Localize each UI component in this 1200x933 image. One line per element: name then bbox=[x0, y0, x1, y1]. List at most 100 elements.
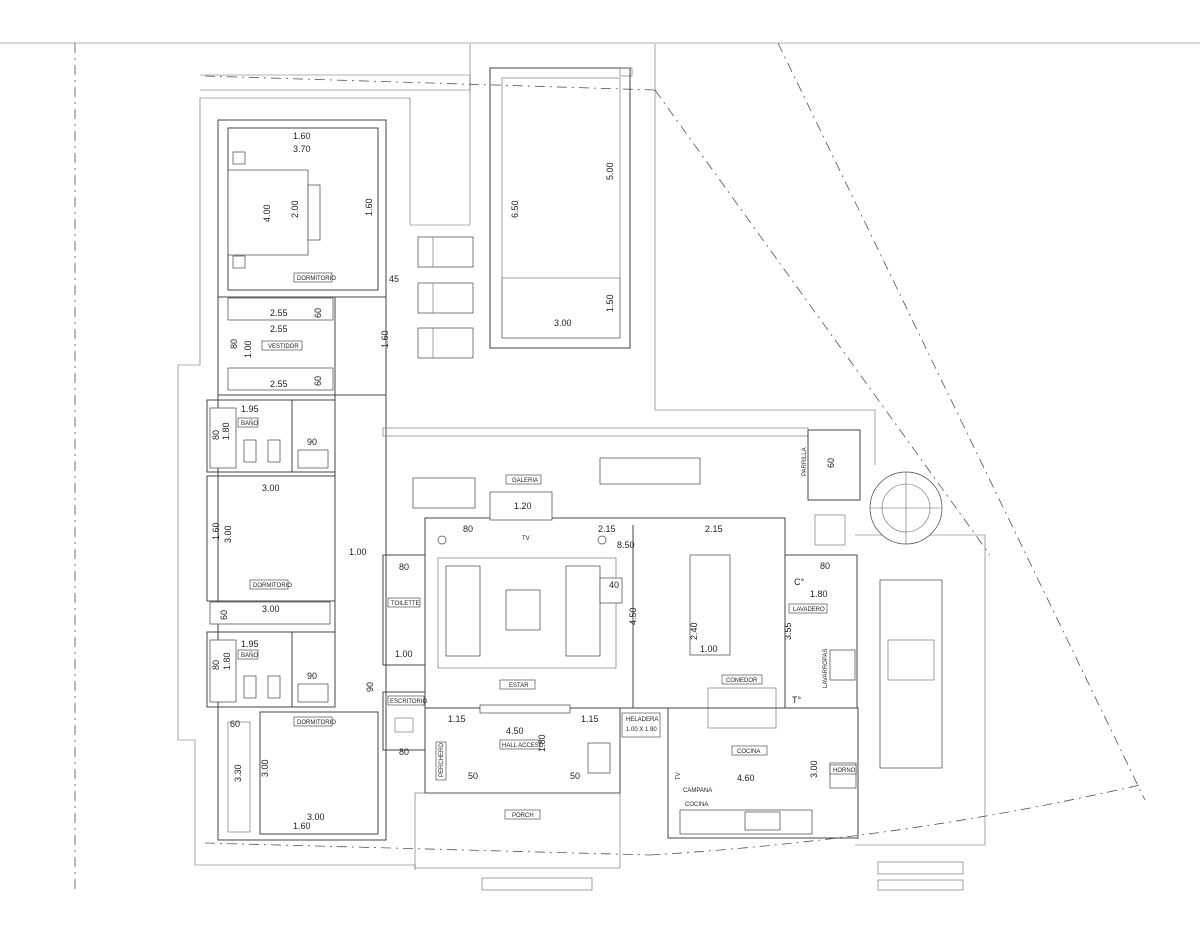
dim-label: 1.15 bbox=[581, 714, 599, 724]
tree-icon bbox=[869, 471, 943, 545]
dim-label: 4.50 bbox=[628, 607, 638, 625]
dim-label: 1.00 bbox=[243, 340, 253, 358]
label-cocina: COCINA bbox=[737, 749, 760, 755]
dim-label: 1.80 bbox=[537, 734, 547, 752]
label-tv-1: TV bbox=[522, 536, 530, 542]
dim-label: 1.60 bbox=[380, 330, 390, 348]
label-horno: HORNO bbox=[833, 768, 856, 774]
dim-label: 90 bbox=[307, 437, 317, 447]
dim-label: 40 bbox=[609, 580, 619, 590]
dim-label: 45 bbox=[389, 274, 399, 284]
dim-label: 80 bbox=[211, 660, 221, 670]
label-tv-2: TV bbox=[676, 772, 682, 780]
label-t-grados: T° bbox=[792, 695, 801, 705]
dim-label: 60 bbox=[313, 376, 323, 386]
bed bbox=[227, 151, 321, 269]
dim-label: 1.60 bbox=[293, 821, 311, 831]
dim-label: 3.70 bbox=[293, 144, 311, 154]
dim-label: 1.80 bbox=[221, 422, 231, 440]
dim-label: 2.00 bbox=[290, 200, 300, 218]
dim-label: 1.00 bbox=[395, 649, 413, 659]
dim-label: 80 bbox=[463, 524, 473, 534]
label-c-grados: C° bbox=[794, 577, 804, 587]
dim-label: 80 bbox=[399, 747, 409, 757]
kitchen-details bbox=[679, 649, 857, 835]
dim-label: 1.60 bbox=[293, 131, 311, 141]
dim-label: 4.00 bbox=[262, 204, 272, 222]
west-wing-walls bbox=[206, 119, 387, 841]
label-comedor: COMEDOR bbox=[726, 678, 758, 684]
dim-label: 3.00 bbox=[262, 604, 280, 614]
dim-label: 3.00 bbox=[554, 318, 572, 328]
label-dormitorio-2: DORMITORIO bbox=[253, 583, 292, 589]
dim-label: 3.00 bbox=[223, 525, 233, 543]
label-perchero: PERCHERO bbox=[439, 743, 445, 777]
pool bbox=[489, 67, 633, 349]
terrace-outline bbox=[177, 44, 986, 891]
dim-label: 60 bbox=[230, 719, 240, 729]
dim-label: 1.50 bbox=[605, 294, 615, 312]
label-vestidor: VESTIDOR bbox=[268, 344, 299, 350]
dim-label: 1.95 bbox=[241, 639, 259, 649]
dim-label: 4.60 bbox=[737, 773, 755, 783]
dim-label: 90 bbox=[365, 682, 375, 692]
sun-loungers bbox=[417, 236, 474, 359]
dim-label: 2.40 bbox=[689, 622, 699, 640]
dim-label: 80 bbox=[399, 562, 409, 572]
dim-label: 60 bbox=[219, 610, 229, 620]
label-toilette: TOILETTE bbox=[391, 601, 420, 607]
dim-label: 3.30 bbox=[233, 764, 243, 782]
estar-furniture bbox=[437, 535, 623, 669]
label-lavarropas: LAVARROPAS bbox=[823, 649, 829, 688]
dim-label: 2.55 bbox=[270, 324, 288, 334]
dim-label: 3.00 bbox=[307, 812, 325, 822]
dim-label: 90 bbox=[307, 671, 317, 681]
dim-label: 80 bbox=[820, 561, 830, 571]
galeria-furniture bbox=[412, 457, 701, 521]
label-porch: PORCH bbox=[512, 813, 534, 819]
dim-label: 8.50 bbox=[617, 540, 635, 550]
site-boundaries bbox=[0, 42, 1200, 893]
label-heladera-dim: 1.00 X 1.90 bbox=[626, 727, 657, 733]
dimension-labels: 1.60 3.70 4.00 2.00 1.60 45 2.55 60 2.55… bbox=[211, 131, 836, 831]
dim-label: 3.00 bbox=[262, 483, 280, 493]
label-campana: CAMPANA bbox=[683, 788, 712, 794]
label-hall: HALL ACCESO bbox=[502, 743, 544, 749]
hall-details bbox=[394, 704, 611, 774]
dim-label: 3.00 bbox=[260, 759, 270, 777]
label-galeria: GALERIA bbox=[512, 478, 538, 484]
label-dormitorio-3: DORMITORIO bbox=[297, 720, 336, 726]
comedor-furniture bbox=[689, 554, 777, 729]
dim-label: 1.20 bbox=[514, 501, 532, 511]
dim-label: 2.15 bbox=[705, 524, 723, 534]
dim-label: 1.60 bbox=[211, 522, 221, 540]
label-escritorio: ESCRITORIO bbox=[390, 699, 428, 705]
label-lavadero: LAVADERO bbox=[793, 607, 825, 613]
dim-label: 60 bbox=[313, 308, 323, 318]
dim-label: 3.55 bbox=[783, 622, 793, 640]
label-estar: ESTAR bbox=[509, 683, 529, 689]
dim-label: 80 bbox=[229, 339, 239, 349]
label-dormitorio-1: DORMITORIO bbox=[297, 276, 336, 282]
car bbox=[879, 579, 943, 769]
dim-label: 5.00 bbox=[605, 162, 615, 180]
label-cocina-anafe: COCINA bbox=[685, 802, 708, 808]
dim-label: 3.00 bbox=[809, 760, 819, 778]
label-parrilla: PARRILLA bbox=[802, 447, 808, 476]
label-bano-2: BAÑO bbox=[241, 652, 258, 659]
dim-label: 1.60 bbox=[364, 198, 374, 216]
label-bano-1: BAÑO bbox=[241, 420, 258, 427]
room-labels: DORMITORIO VESTIDOR BAÑO DORMITORIO BAÑO… bbox=[237, 272, 857, 820]
dim-label: 60 bbox=[826, 458, 836, 468]
dim-label: 1.00 bbox=[349, 547, 367, 557]
bath-fixtures bbox=[209, 407, 329, 703]
dim-label: 50 bbox=[468, 771, 478, 781]
dim-label: 1.80 bbox=[810, 589, 828, 599]
dim-label: 1.80 bbox=[222, 652, 232, 670]
dim-label: 2.55 bbox=[270, 308, 288, 318]
dim-label: 80 bbox=[211, 430, 221, 440]
dim-label: 4.50 bbox=[506, 726, 524, 736]
dim-label: 1.00 bbox=[700, 644, 718, 654]
dim-label: 1.95 bbox=[241, 404, 259, 414]
